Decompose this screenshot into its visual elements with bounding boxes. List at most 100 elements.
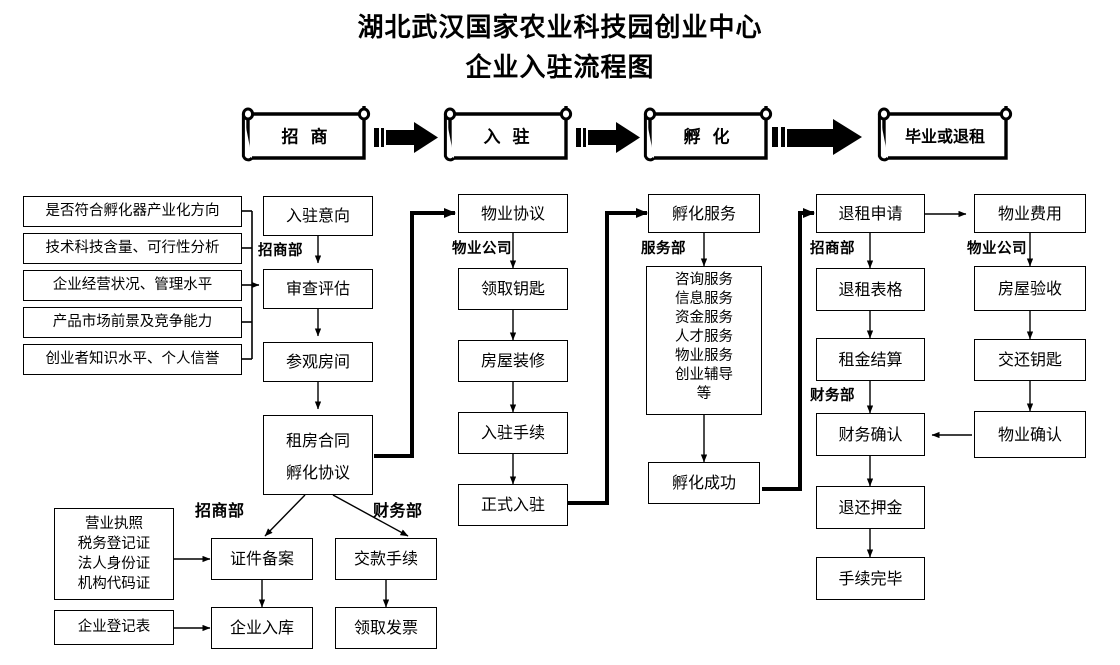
dept-label-finance-2: 财务部 <box>373 501 423 520</box>
criteria-box-3[interactable]: 企业经营状况、管理水平 <box>23 270 242 301</box>
step-label: 入驻手续 <box>480 423 545 442</box>
service-list-box[interactable]: 咨询服务 信息服务 资金服务 人才服务 物业服务 创业辅导 等 <box>646 266 762 415</box>
document-item: 机构代码证 <box>77 576 151 592</box>
step-review[interactable]: 审查评估 <box>263 269 373 309</box>
criteria-bracket <box>242 210 260 360</box>
wire-moveint-to-service <box>568 208 648 505</box>
contract-line-1: 租房合同 <box>285 431 350 450</box>
step-label: 物业协议 <box>480 203 545 223</box>
service-item: 创业辅导 <box>675 367 733 383</box>
step-label: 退还押金 <box>838 497 903 517</box>
banner-shape <box>443 106 573 162</box>
wire-bottom-chains <box>258 580 390 608</box>
step-label: 企业入库 <box>229 618 294 637</box>
step-label: 交款手续 <box>353 549 418 568</box>
dept-label-property-1: 物业公司 <box>452 241 512 257</box>
step-label: 物业确认 <box>997 424 1062 444</box>
step-label: 孵化服务 <box>671 203 736 223</box>
step-label: 孵化成功 <box>671 473 736 492</box>
service-item: 信息服务 <box>675 291 733 307</box>
contract-line-2: 孵化协议 <box>285 463 350 482</box>
dept-label-attract-2: 招商部 <box>810 241 855 257</box>
step-formal-movein[interactable]: 正式入驻 <box>458 484 568 526</box>
service-item: 人才服务 <box>675 329 733 345</box>
step-visit-room[interactable]: 参观房间 <box>263 342 373 382</box>
dept-label-property-2: 物业公司 <box>967 241 1027 257</box>
step-rent-settlement[interactable]: 租金结算 <box>816 338 925 381</box>
step-intent[interactable]: 入驻意向 <box>263 196 373 236</box>
banner-shape <box>241 106 371 162</box>
wire-docs-to-filing <box>174 555 211 632</box>
step-label: 领取钥匙 <box>480 279 545 298</box>
stage-arrow-2 <box>576 122 640 153</box>
dept-label-service: 服务部 <box>641 241 686 257</box>
dept-label-attract-1: 招商部 <box>258 243 303 259</box>
step-exit-form[interactable]: 退租表格 <box>816 268 925 311</box>
registration-form-label: 企业登记表 <box>77 619 151 636</box>
criteria-label: 产品市场前景及竞争能力 <box>52 314 213 331</box>
criteria-box-1[interactable]: 是否符合孵化器产业化方向 <box>23 196 242 227</box>
dept-label-finance-1: 财务部 <box>810 388 855 404</box>
step-get-keys[interactable]: 领取钥匙 <box>458 268 568 310</box>
document-item: 法人身份证 <box>77 556 151 572</box>
dept-label-attract-3: 招商部 <box>195 501 245 520</box>
step-procedure-complete[interactable]: 手续完毕 <box>816 557 925 600</box>
criteria-label: 企业经营状况、管理水平 <box>52 277 213 294</box>
step-label: 退租申请 <box>838 203 903 223</box>
step-enterprise-database[interactable]: 企业入库 <box>211 607 313 649</box>
stage-banner-4[interactable]: 毕业或退租 <box>874 104 1016 166</box>
document-item: 营业执照 <box>85 516 143 532</box>
step-label: 审查评估 <box>285 279 350 298</box>
step-label: 领取发票 <box>353 618 418 637</box>
step-label: 房屋装修 <box>480 351 545 370</box>
stage-banner-2[interactable]: 入 驻 <box>440 104 576 166</box>
step-label: 物业费用 <box>997 203 1062 223</box>
step-house-inspection[interactable]: 房屋验收 <box>974 266 1086 311</box>
step-finance-confirm[interactable]: 财务确认 <box>816 413 925 456</box>
step-label: 房屋验收 <box>997 278 1062 298</box>
stage-banner-1[interactable]: 招 商 <box>238 104 374 166</box>
documents-box[interactable]: 营业执照 税务登记证 法人身份证 机构代码证 <box>54 508 174 600</box>
banner-shape <box>877 106 1013 162</box>
step-return-keys[interactable]: 交还钥匙 <box>974 339 1086 381</box>
step-label: 手续完毕 <box>838 568 903 588</box>
step-deposit-refund[interactable]: 退还押金 <box>816 486 925 529</box>
step-property-fee[interactable]: 物业费用 <box>974 194 1086 233</box>
step-label: 财务确认 <box>838 424 903 444</box>
step-property-confirm[interactable]: 物业确认 <box>974 411 1086 458</box>
service-item: 咨询服务 <box>675 272 733 288</box>
criteria-box-2[interactable]: 技术科技含量、可行性分析 <box>23 233 242 264</box>
step-label: 证件备案 <box>229 549 294 568</box>
criteria-box-4[interactable]: 产品市场前景及竞争能力 <box>23 307 242 338</box>
step-label: 入驻意向 <box>285 206 350 225</box>
service-item: 物业服务 <box>675 348 733 364</box>
stage-banner-3[interactable]: 孵 化 <box>640 104 776 166</box>
step-payment-procedure[interactable]: 交款手续 <box>335 538 437 580</box>
step-incubation-service[interactable]: 孵化服务 <box>648 194 760 233</box>
step-label: 正式入驻 <box>480 495 545 514</box>
criteria-label: 是否符合孵化器产业化方向 <box>45 203 220 220</box>
registration-form-box[interactable]: 企业登记表 <box>54 610 174 645</box>
step-get-invoice[interactable]: 领取发票 <box>335 607 437 649</box>
step-label: 参观房间 <box>285 352 350 371</box>
step-movein-formalities[interactable]: 入驻手续 <box>458 412 568 454</box>
criteria-label: 创业者知识水平、个人信誉 <box>45 351 220 368</box>
page-title-line1: 湖北武汉国家农业科技园创业中心 <box>357 13 763 43</box>
step-incubation-success[interactable]: 孵化成功 <box>648 462 760 504</box>
stage-arrow-3 <box>772 119 862 155</box>
criteria-box-5[interactable]: 创业者知识水平、个人信誉 <box>23 344 242 375</box>
document-item: 税务登记证 <box>77 536 151 552</box>
step-property-agreement[interactable]: 物业协议 <box>458 194 568 233</box>
service-item: 资金服务 <box>675 310 733 326</box>
step-exit-application[interactable]: 退租申请 <box>816 194 925 233</box>
step-renovation[interactable]: 房屋装修 <box>458 340 568 382</box>
service-item: 等 <box>696 386 712 402</box>
step-label: 交还钥匙 <box>997 350 1062 369</box>
criteria-label: 技术科技含量、可行性分析 <box>45 240 220 257</box>
banner-shape <box>643 106 773 162</box>
step-document-filing[interactable]: 证件备案 <box>211 538 313 580</box>
step-contract[interactable]: 租房合同 孵化协议 <box>263 415 373 495</box>
wire-contract-to-property <box>374 208 456 458</box>
stage-arrow-1 <box>374 122 438 153</box>
